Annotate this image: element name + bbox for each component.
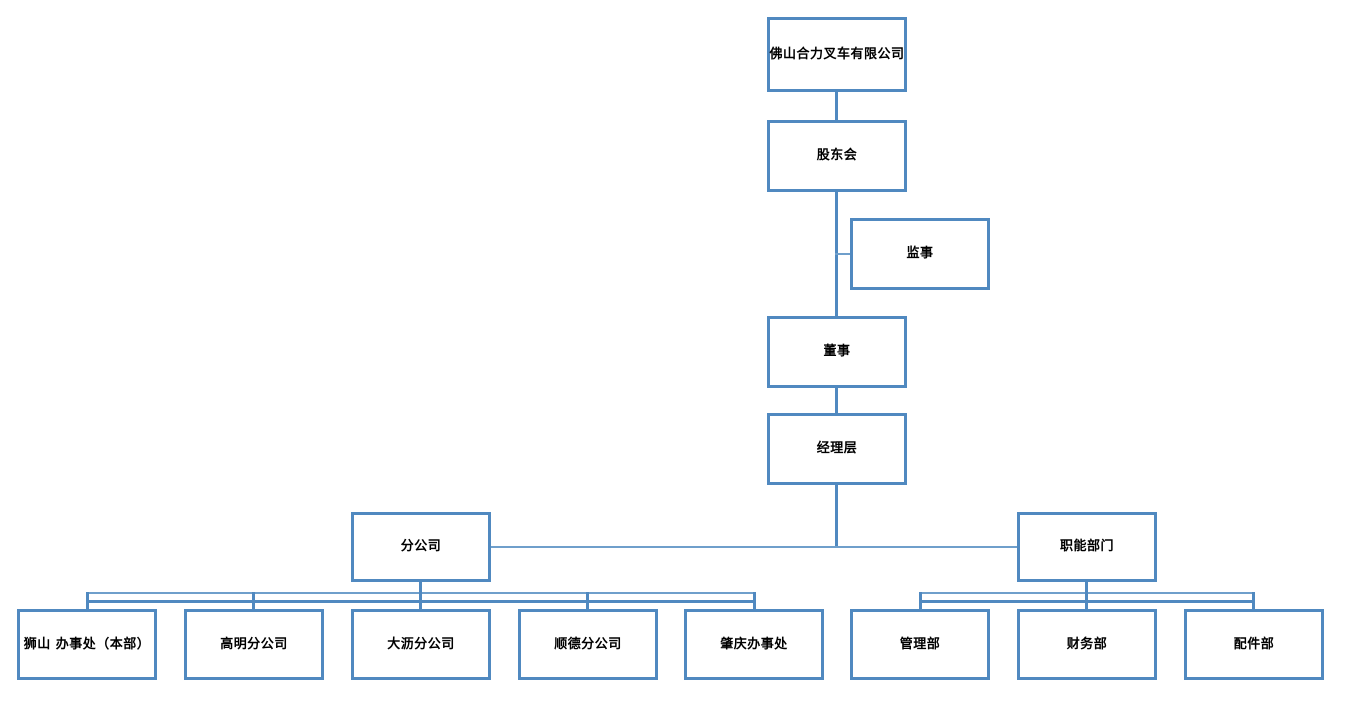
node-supervisor[interactable]: 监事 [850,218,990,290]
connector-functions-to-finance [1085,592,1088,610]
node-shishan-label: 狮山 办事处（本部） [23,636,151,652]
connector-branches-to-zhaoqing [753,592,756,610]
connector-company-shareholders [835,92,838,120]
node-shunde[interactable]: 顺德分公司 [518,609,658,680]
node-director[interactable]: 董事 [767,316,907,388]
node-functions-label: 职能部门 [1059,539,1114,555]
node-shunde-label: 顺德分公司 [554,636,622,652]
node-parts[interactable]: 配件部 [1184,609,1324,680]
node-management-label: 经理层 [816,441,858,457]
connector-branches-to-dali [419,592,422,610]
node-company[interactable]: 佛山合力叉车有限公司 [767,17,907,92]
node-shishan[interactable]: 狮山 办事处（本部） [17,609,157,680]
node-shareholders[interactable]: 股东会 [767,120,907,192]
node-finance[interactable]: 财务部 [1017,609,1157,680]
connector-functions-to-parts [1252,592,1255,610]
node-management[interactable]: 经理层 [767,413,907,485]
node-functions[interactable]: 职能部门 [1017,512,1157,582]
node-admin[interactable]: 管理部 [850,609,990,680]
connector-director-management [835,387,838,413]
node-dali-label: 大沥分公司 [387,636,455,652]
node-zhaoqing[interactable]: 肇庆办事处 [684,609,824,680]
connector-management-bus [835,484,838,547]
node-branches-label: 分公司 [400,539,442,555]
node-director-label: 董事 [823,344,851,360]
connector-branches-to-shishan [86,592,89,610]
node-parts-label: 配件部 [1233,636,1275,652]
node-zhaoqing-label: 肇庆办事处 [720,636,788,652]
connector-bus-level5 [490,546,1018,548]
node-shareholders-label: 股东会 [816,148,858,164]
connector-branches-to-shunde [586,592,589,610]
node-gaoming[interactable]: 高明分公司 [184,609,324,680]
node-finance-label: 财务部 [1066,636,1108,652]
node-admin-label: 管理部 [899,636,941,652]
node-dali[interactable]: 大沥分公司 [351,609,491,680]
node-branches[interactable]: 分公司 [351,512,491,582]
node-company-label: 佛山合力叉车有限公司 [769,46,905,62]
connector-functions-to-admin [919,592,922,610]
node-gaoming-label: 高明分公司 [220,636,288,652]
connector-branches-to-gaoming [252,592,255,610]
connector-trunk-supervisor [835,253,853,255]
node-supervisor-label: 监事 [906,246,934,262]
